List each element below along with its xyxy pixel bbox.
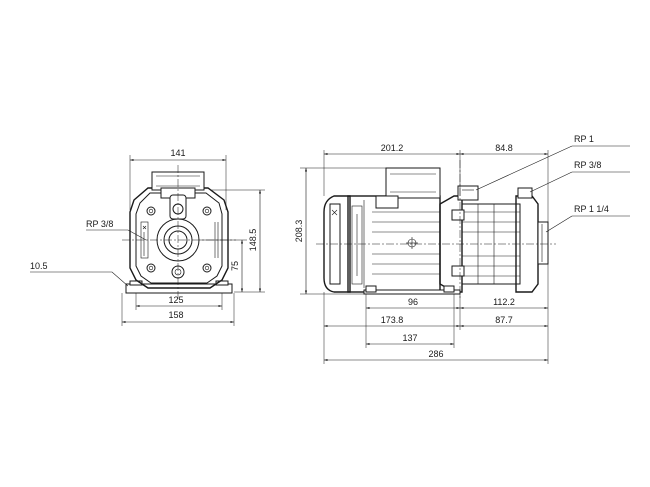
- side-terminal-box: [385, 167, 441, 199]
- dim-label-96: 96: [408, 297, 418, 307]
- leader-rp-3-8-front: [86, 229, 147, 241]
- leader-rp-1: [475, 145, 573, 191]
- side-cable-gland: [375, 195, 399, 209]
- side-vent-port: [517, 187, 533, 199]
- front-body-outline: [129, 187, 229, 289]
- side-suction-port: [537, 221, 549, 265]
- dim-label-158: 158: [168, 310, 183, 320]
- dim-label-137: 137: [402, 333, 417, 343]
- leader-rp-1-1-4: [545, 215, 573, 233]
- side-motor-logo-strip: [351, 205, 363, 285]
- side-discharge-port: [457, 185, 479, 201]
- side-motor-endcap: [323, 195, 351, 293]
- dim-label-148-5: 148.5: [248, 229, 258, 252]
- side-view: 208.3 201.2 84.8 96 112.2 173.8 87.7 137…: [294, 134, 630, 364]
- dim-label-112-2: 112.2: [493, 297, 515, 307]
- callout-rp-3-8-side: RP 3/8: [574, 160, 601, 170]
- side-foot-right: [443, 285, 455, 293]
- dim-label-201-2: 201.2: [381, 143, 404, 153]
- leader-rp-3-8-side: [529, 171, 573, 193]
- front-view: 141 148.5 75 125 158 10.5 RP 3/8: [30, 148, 265, 326]
- dim-label-141: 141: [170, 148, 185, 158]
- dim-label-173-8: 173.8: [381, 315, 404, 325]
- callout-rp-3-8-front: RP 3/8: [86, 219, 113, 229]
- callout-rp-1: RP 1: [574, 134, 594, 144]
- dim-label-208-3: 208.3: [294, 220, 304, 243]
- front-body-inner: [135, 192, 223, 284]
- side-flange-bottom: [451, 265, 465, 277]
- side-foot-left: [365, 285, 377, 293]
- front-foot-right: [215, 280, 229, 286]
- front-bolts: [146, 206, 212, 273]
- dim-label-75: 75: [230, 261, 240, 271]
- front-foot-left: [129, 280, 143, 286]
- dim-label-10-5: 10.5: [30, 261, 48, 271]
- side-pump-adaptor: [439, 195, 463, 293]
- side-flange-top: [451, 209, 465, 221]
- leader-10-5: [30, 271, 129, 287]
- dim-label-286: 286: [428, 349, 443, 359]
- dim-label-84-8: 84.8: [495, 143, 513, 153]
- callout-rp-1-1-4: RP 1 1/4: [574, 204, 609, 214]
- side-motor-fins: [363, 200, 440, 288]
- dim-label-87-7: 87.7: [495, 315, 513, 325]
- dim-label-125: 125: [168, 295, 183, 305]
